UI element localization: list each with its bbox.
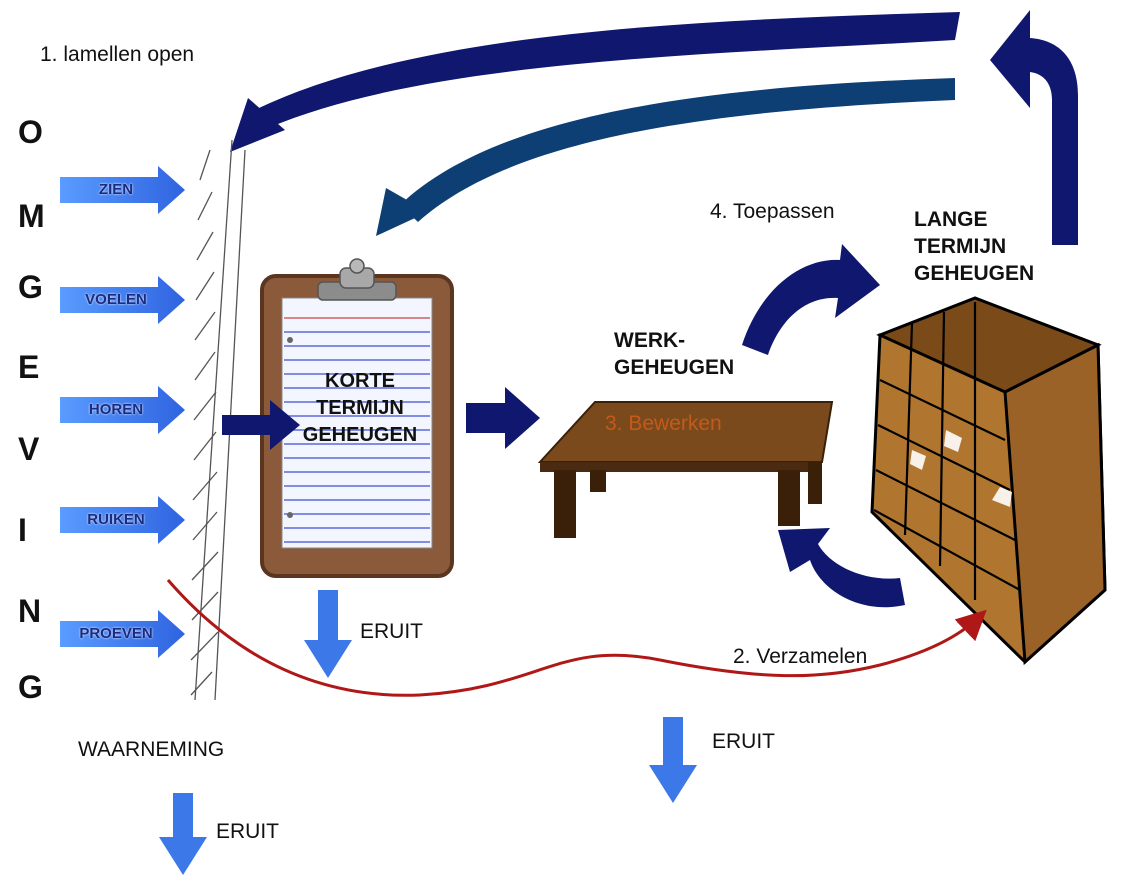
sense-label-zien: ZIEN	[98, 181, 134, 198]
long-term-line: GEHEUGEN	[914, 262, 1035, 285]
sense-label-proeven: PROEVEN	[79, 625, 153, 642]
working-memory-label: WERK- GEHEUGEN	[614, 327, 734, 381]
sense-to-short-term-arrow	[222, 400, 300, 450]
sense-arrow-ruiken	[60, 496, 185, 544]
working-line: GEHEUGEN	[614, 356, 735, 379]
short-term-memory-label: KORTE TERMIJN GEHEUGEN	[290, 368, 430, 449]
sense-label-voelen: VOELEN	[85, 291, 147, 308]
sense-label-ruiken: RUIKEN	[87, 511, 145, 528]
feedback-arrow-to-short-term	[400, 78, 955, 222]
sense-arrow-zien	[60, 166, 185, 214]
omgeving-letter: N	[18, 593, 42, 629]
short-term-line: TERMIJN	[316, 397, 404, 419]
collect-arrow	[778, 528, 905, 608]
short-term-to-working-arrow	[466, 387, 540, 449]
omgeving-letter: G	[18, 669, 43, 705]
sense-arrow-proeven	[60, 610, 185, 658]
long-term-line: LANGE	[914, 208, 988, 231]
step-open-label: 1. lamellen open	[40, 43, 195, 66]
perception-label: WAARNEMING	[78, 738, 225, 761]
long-term-line: TERMIJN	[914, 235, 1007, 258]
long-term-memory-label: LANGE TERMIJN GEHEUGEN	[914, 206, 1034, 287]
out-label-working: ERUIT	[712, 730, 775, 753]
sense-arrow-voelen	[60, 276, 185, 324]
omgeving-letter: O	[18, 114, 43, 150]
sense-arrow-horen	[60, 386, 185, 434]
out-arrow-short-term	[304, 590, 352, 678]
perception-filter	[190, 139, 246, 701]
short-term-line: KORTE	[325, 370, 395, 392]
step-collect-label: 2. Verzamelen	[733, 645, 868, 668]
feedback-arrow-to-perception	[255, 12, 960, 128]
table-icon	[537, 401, 834, 538]
short-term-line: GEHEUGEN	[302, 424, 418, 446]
retrieval-curve	[166, 579, 987, 697]
apply-arrow	[742, 244, 880, 355]
omgeving-letter: M	[18, 198, 45, 234]
feedback-arrow-to-perception-head	[230, 98, 285, 152]
omgeving-letter: E	[18, 349, 40, 385]
out-label-short-term: ERUIT	[360, 620, 423, 643]
step-process-label: 3. Bewerken	[605, 412, 722, 435]
cabinet-icon	[870, 296, 1107, 666]
feedback-arrow-to-short-term-head	[376, 188, 428, 236]
out-arrow-working	[649, 717, 697, 803]
omgeving-letter: V	[18, 431, 40, 467]
omgeving-letter: G	[18, 269, 43, 305]
out-arrow-perception	[159, 793, 207, 875]
omgeving-letter: I	[18, 512, 27, 548]
long-term-up-arrow	[990, 10, 1078, 245]
sense-arrows	[60, 166, 185, 658]
sense-label-horen: HOREN	[88, 401, 144, 418]
step-apply-label: 4. Toepassen	[710, 200, 835, 223]
working-line: WERK-	[614, 329, 686, 352]
out-label-perception: ERUIT	[216, 820, 279, 843]
